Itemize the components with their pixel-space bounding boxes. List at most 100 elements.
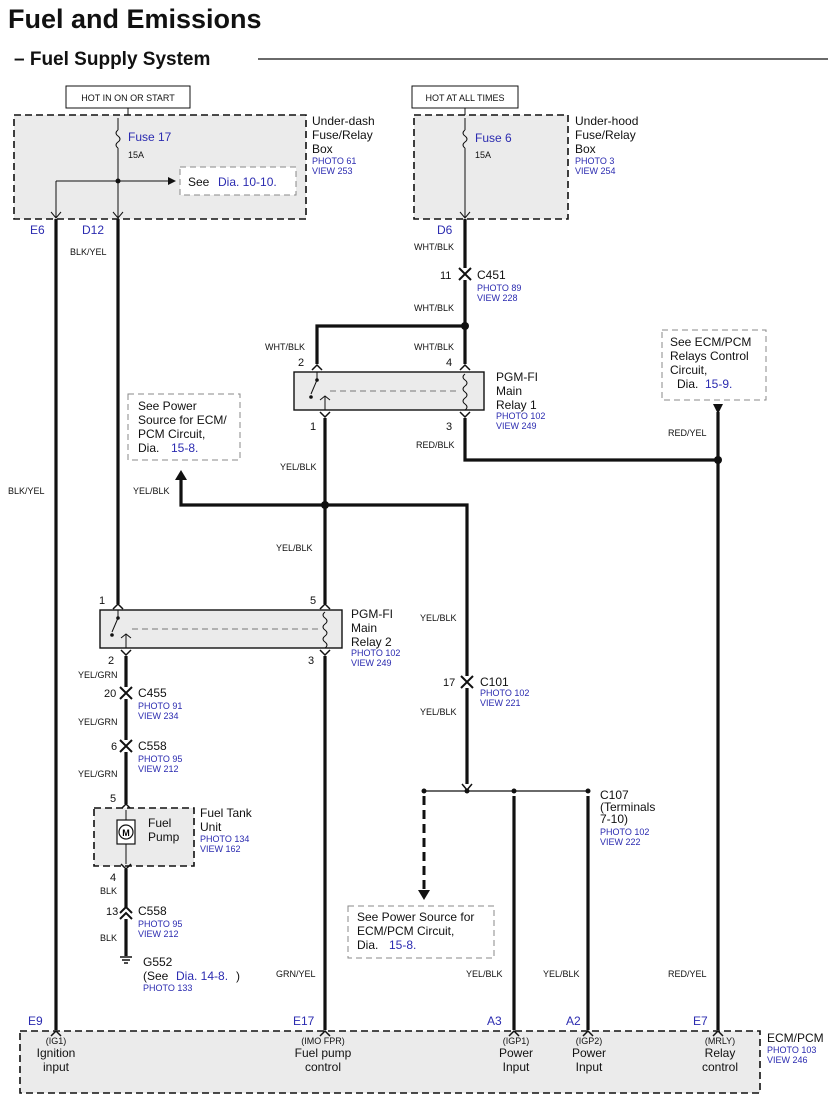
ecm-func-igp2-2: Input bbox=[576, 1060, 603, 1074]
ref-relays-link[interactable]: 15-9. bbox=[705, 377, 732, 391]
relay1-coil bbox=[462, 373, 468, 411]
underdash-photo[interactable]: PHOTO 61 bbox=[312, 156, 356, 166]
c101-name: C101 bbox=[480, 675, 509, 689]
ref-power2-link[interactable]: 15-8. bbox=[389, 938, 416, 952]
c107-view[interactable]: VIEW 222 bbox=[600, 837, 641, 847]
c455-view[interactable]: VIEW 234 bbox=[138, 711, 179, 721]
relay1-pin-4: 4 bbox=[446, 357, 452, 369]
relay2-pin-5: 5 bbox=[310, 595, 316, 607]
fuse-17-label[interactable]: Fuse 17 bbox=[128, 130, 172, 144]
ecm-code-mrly: (MRLY) bbox=[705, 1036, 735, 1046]
hot-label-underhood: HOT AT ALL TIMES bbox=[425, 93, 504, 103]
ecm-view[interactable]: VIEW 246 bbox=[767, 1055, 808, 1065]
c101-view[interactable]: VIEW 221 bbox=[480, 698, 521, 708]
fuel-pump-photo[interactable]: PHOTO 134 bbox=[200, 834, 249, 844]
c107-name: C107 bbox=[600, 788, 629, 802]
pin-e6: E6 bbox=[30, 223, 45, 237]
ecm-photo[interactable]: PHOTO 103 bbox=[767, 1045, 816, 1055]
fuse-17-symbol bbox=[115, 129, 121, 149]
g552-ref-prefix: (See bbox=[143, 969, 169, 983]
relay1-pin-3: 3 bbox=[446, 421, 452, 433]
wire-yelblk-to-c101 bbox=[325, 503, 469, 676]
underdash-name-2: Fuse/Relay bbox=[312, 128, 373, 142]
c558a-photo[interactable]: PHOTO 95 bbox=[138, 754, 182, 764]
relay1-name-3: Relay 1 bbox=[496, 398, 537, 412]
c455-photo[interactable]: PHOTO 91 bbox=[138, 701, 182, 711]
arrow-to-relay-ref bbox=[713, 404, 723, 414]
wire-label-redyel: RED/YEL bbox=[668, 428, 707, 438]
wire-label-yelblk-c101: YEL/BLK bbox=[420, 613, 457, 623]
c558b-name: C558 bbox=[138, 904, 167, 918]
wire-label-redblk: RED/BLK bbox=[416, 440, 455, 450]
ecm-pin-e9: E9 bbox=[28, 1014, 43, 1028]
underhood-fuse-box: HOT AT ALL TIMES Fuse 6 15A Under-hood F… bbox=[411, 85, 638, 237]
wire-label-blkyel-left: BLK/YEL bbox=[8, 486, 45, 496]
wire-label-grnyel: GRN/YEL bbox=[276, 969, 316, 979]
wire-label-yelblk-left: YEL/BLK bbox=[133, 486, 170, 496]
c451-view[interactable]: VIEW 228 bbox=[477, 293, 518, 303]
section-title: – Fuel Supply System bbox=[14, 49, 210, 70]
motor-letter: M bbox=[122, 828, 130, 838]
g552-photo[interactable]: PHOTO 133 bbox=[143, 983, 192, 993]
c107-photo[interactable]: PHOTO 102 bbox=[600, 827, 649, 837]
g552-ref-suffix: ) bbox=[236, 969, 240, 983]
fuel-tank-unit-2: Unit bbox=[200, 820, 222, 834]
relay2-photo[interactable]: PHOTO 102 bbox=[351, 648, 400, 658]
ref-link-dia-10-10[interactable]: Dia. 10-10. bbox=[218, 175, 277, 189]
pump-label-2: Pump bbox=[148, 830, 180, 844]
relay1-view[interactable]: VIEW 249 bbox=[496, 421, 537, 431]
c455-name: C455 bbox=[138, 686, 167, 700]
underdash-name-3: Box bbox=[312, 142, 333, 156]
ref-power-link[interactable]: 15-8. bbox=[171, 441, 198, 455]
fuel-tank-unit-1: Fuel Tank bbox=[200, 806, 253, 820]
relay1-name-2: Main bbox=[496, 384, 522, 398]
wire-label-yelblk-r2: YEL/BLK bbox=[276, 543, 313, 553]
relay2-pin-2: 2 bbox=[108, 655, 114, 667]
relay1-photo[interactable]: PHOTO 102 bbox=[496, 411, 545, 421]
ecm-code-imo: (IMO FPR) bbox=[301, 1036, 345, 1046]
ref-power-line-3: PCM Circuit, bbox=[138, 427, 205, 441]
c558a-view[interactable]: VIEW 212 bbox=[138, 764, 179, 774]
underdash-fuse-box: HOT IN ON OR START Fuse 17 15A See Dia. … bbox=[13, 85, 375, 237]
g552-ref-link[interactable]: Dia. 14-8. bbox=[176, 969, 228, 983]
wire-label-redyel-e7: RED/YEL bbox=[668, 969, 707, 979]
fuse-6-label[interactable]: Fuse 6 bbox=[475, 131, 512, 145]
ref-relays-dia-prefix: Dia. bbox=[677, 377, 698, 391]
c558b-view[interactable]: VIEW 212 bbox=[138, 929, 179, 939]
c101-pin: 17 bbox=[443, 677, 455, 689]
c558b-photo[interactable]: PHOTO 95 bbox=[138, 919, 182, 929]
pump-pin-top: 5 bbox=[110, 793, 116, 805]
c558a-name: C558 bbox=[138, 739, 167, 753]
ref-relays-line-3: Circuit, bbox=[670, 363, 707, 377]
c451-photo[interactable]: PHOTO 89 bbox=[477, 283, 521, 293]
ecm-func-imo-1: Fuel pump bbox=[295, 1046, 352, 1060]
ref-box-dia-15-9 bbox=[661, 329, 767, 401]
relay2-view[interactable]: VIEW 249 bbox=[351, 658, 392, 668]
c107-terms-1: (Terminals bbox=[600, 800, 655, 814]
underhood-view[interactable]: VIEW 254 bbox=[575, 166, 616, 176]
ref-box-dia-10-10 bbox=[179, 166, 297, 196]
hot-label-underdash: HOT IN ON OR START bbox=[81, 93, 175, 103]
ecm-name: ECM/PCM bbox=[767, 1031, 824, 1045]
ref-relays-line-1: See ECM/PCM bbox=[670, 335, 751, 349]
wire-label-blk-2: BLK bbox=[100, 933, 117, 943]
c101-photo[interactable]: PHOTO 102 bbox=[480, 688, 529, 698]
fuel-pump-box bbox=[93, 807, 195, 867]
ecm-func-imo-2: control bbox=[305, 1060, 341, 1074]
ref-power2-line-2: ECM/PCM Circuit, bbox=[357, 924, 454, 938]
underdash-view[interactable]: VIEW 253 bbox=[312, 166, 353, 176]
main-relay-1: 2 4 1 3 PGM-FI Main Relay 1 PHOTO 102 VI… bbox=[293, 357, 545, 433]
ref-power-line-1: See Power bbox=[138, 399, 197, 413]
underhood-name-3: Box bbox=[575, 142, 596, 156]
ecm-pin-e17: E17 bbox=[293, 1014, 315, 1028]
ref-power2-dia-prefix: Dia. bbox=[357, 938, 378, 952]
ecm-code-igp2: (IGP2) bbox=[576, 1036, 603, 1046]
ecm-func-mrly-2: control bbox=[702, 1060, 738, 1074]
c558a-pin: 6 bbox=[111, 741, 117, 753]
underhood-photo[interactable]: PHOTO 3 bbox=[575, 156, 614, 166]
c455-pin: 20 bbox=[104, 688, 116, 700]
c451-pin: 11 bbox=[440, 270, 451, 282]
wire-label-yelgrn-3: YEL/GRN bbox=[78, 769, 118, 779]
fuel-pump-view[interactable]: VIEW 162 bbox=[200, 844, 241, 854]
